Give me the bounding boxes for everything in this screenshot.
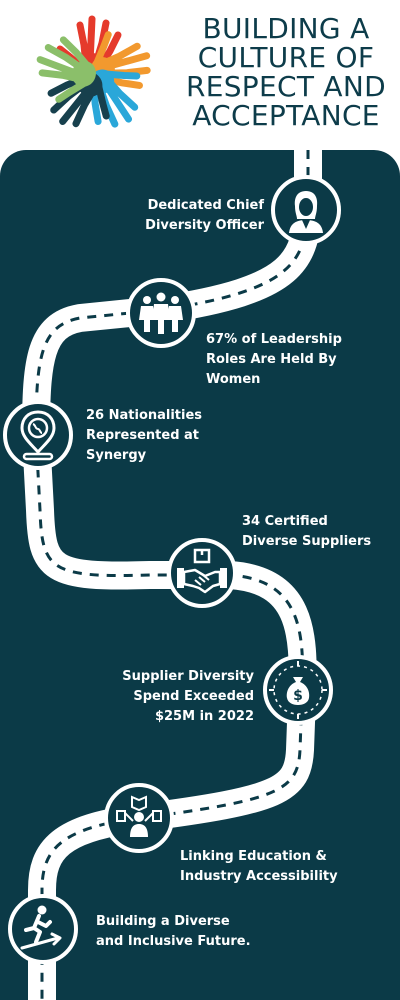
milestone-label: 67% of Leadership Roles Are Held By Wome… bbox=[206, 330, 386, 390]
title-line: CULTURE OF bbox=[197, 41, 375, 74]
label-line: $25M in 2022 bbox=[154, 709, 254, 724]
label-line: Spend Exceeded bbox=[133, 689, 254, 704]
title-line: RESPECT AND bbox=[185, 70, 386, 103]
milestone-icon-circle bbox=[8, 894, 78, 964]
label-line: 67% of Leadership bbox=[206, 332, 342, 347]
milestone-icon-circle bbox=[126, 278, 196, 348]
label-line: Synergy bbox=[86, 448, 147, 463]
women-group-icon bbox=[139, 292, 183, 334]
label-line: Diverse Suppliers bbox=[242, 534, 372, 549]
label-line: Roles Are Held By bbox=[206, 352, 337, 367]
label-line: Linking Education & bbox=[180, 849, 327, 864]
money-bag-icon: $ bbox=[269, 661, 327, 719]
label-line: 34 Certified bbox=[242, 514, 328, 529]
title-line: ACCEPTANCE bbox=[192, 99, 380, 132]
milestone-label: Building a Diverse and Inclusive Future. bbox=[96, 912, 276, 952]
label-line: Industry Accessibility bbox=[180, 869, 338, 884]
running-person-icon bbox=[20, 905, 62, 950]
label-line: Supplier Diversity bbox=[122, 669, 254, 684]
milestone-icon-circle bbox=[104, 783, 174, 853]
milestone-label: 26 Nationalities Represented at Synergy bbox=[86, 406, 226, 466]
milestone-icon-circle bbox=[271, 175, 341, 245]
page-title: BUILDING A CULTURE OF RESPECT AND ACCEPT… bbox=[178, 14, 394, 130]
milestone-label: Supplier Diversity Spend Exceeded $25M i… bbox=[110, 667, 254, 727]
milestone-icon-circle bbox=[3, 400, 73, 470]
label-line: Dedicated Chief bbox=[147, 198, 264, 213]
label-line: Women bbox=[206, 372, 261, 387]
milestone-label: Linking Education & Industry Accessibili… bbox=[180, 847, 360, 887]
label-line: and Inclusive Future. bbox=[96, 934, 251, 949]
label-line: Represented at bbox=[86, 428, 200, 443]
label-line: Diversity Officer bbox=[145, 218, 264, 233]
label-line: Building a Diverse bbox=[96, 914, 230, 929]
label-line: 26 Nationalities bbox=[86, 408, 203, 423]
businesswoman-icon bbox=[289, 191, 323, 233]
milestone-icon-circle: $ bbox=[263, 655, 333, 725]
header: BUILDING A CULTURE OF RESPECT AND ACCEPT… bbox=[0, 0, 400, 150]
education-icon bbox=[116, 795, 162, 837]
green-hand-icon bbox=[36, 36, 96, 103]
milestone-label: 34 Certified Diverse Suppliers bbox=[242, 512, 392, 552]
timeline-panel: Dedicated Chief Diversity Officer 67% of… bbox=[0, 150, 400, 1000]
milestone-label: Dedicated Chief Diversity Officer bbox=[110, 196, 264, 236]
title-line: BUILDING A bbox=[202, 12, 370, 45]
handshake-icon bbox=[177, 548, 227, 594]
globe-pin-icon bbox=[20, 410, 56, 461]
diverse-hands-logo bbox=[36, 15, 151, 128]
milestone-icon-circle bbox=[167, 538, 237, 608]
svg-text:$: $ bbox=[293, 688, 303, 704]
